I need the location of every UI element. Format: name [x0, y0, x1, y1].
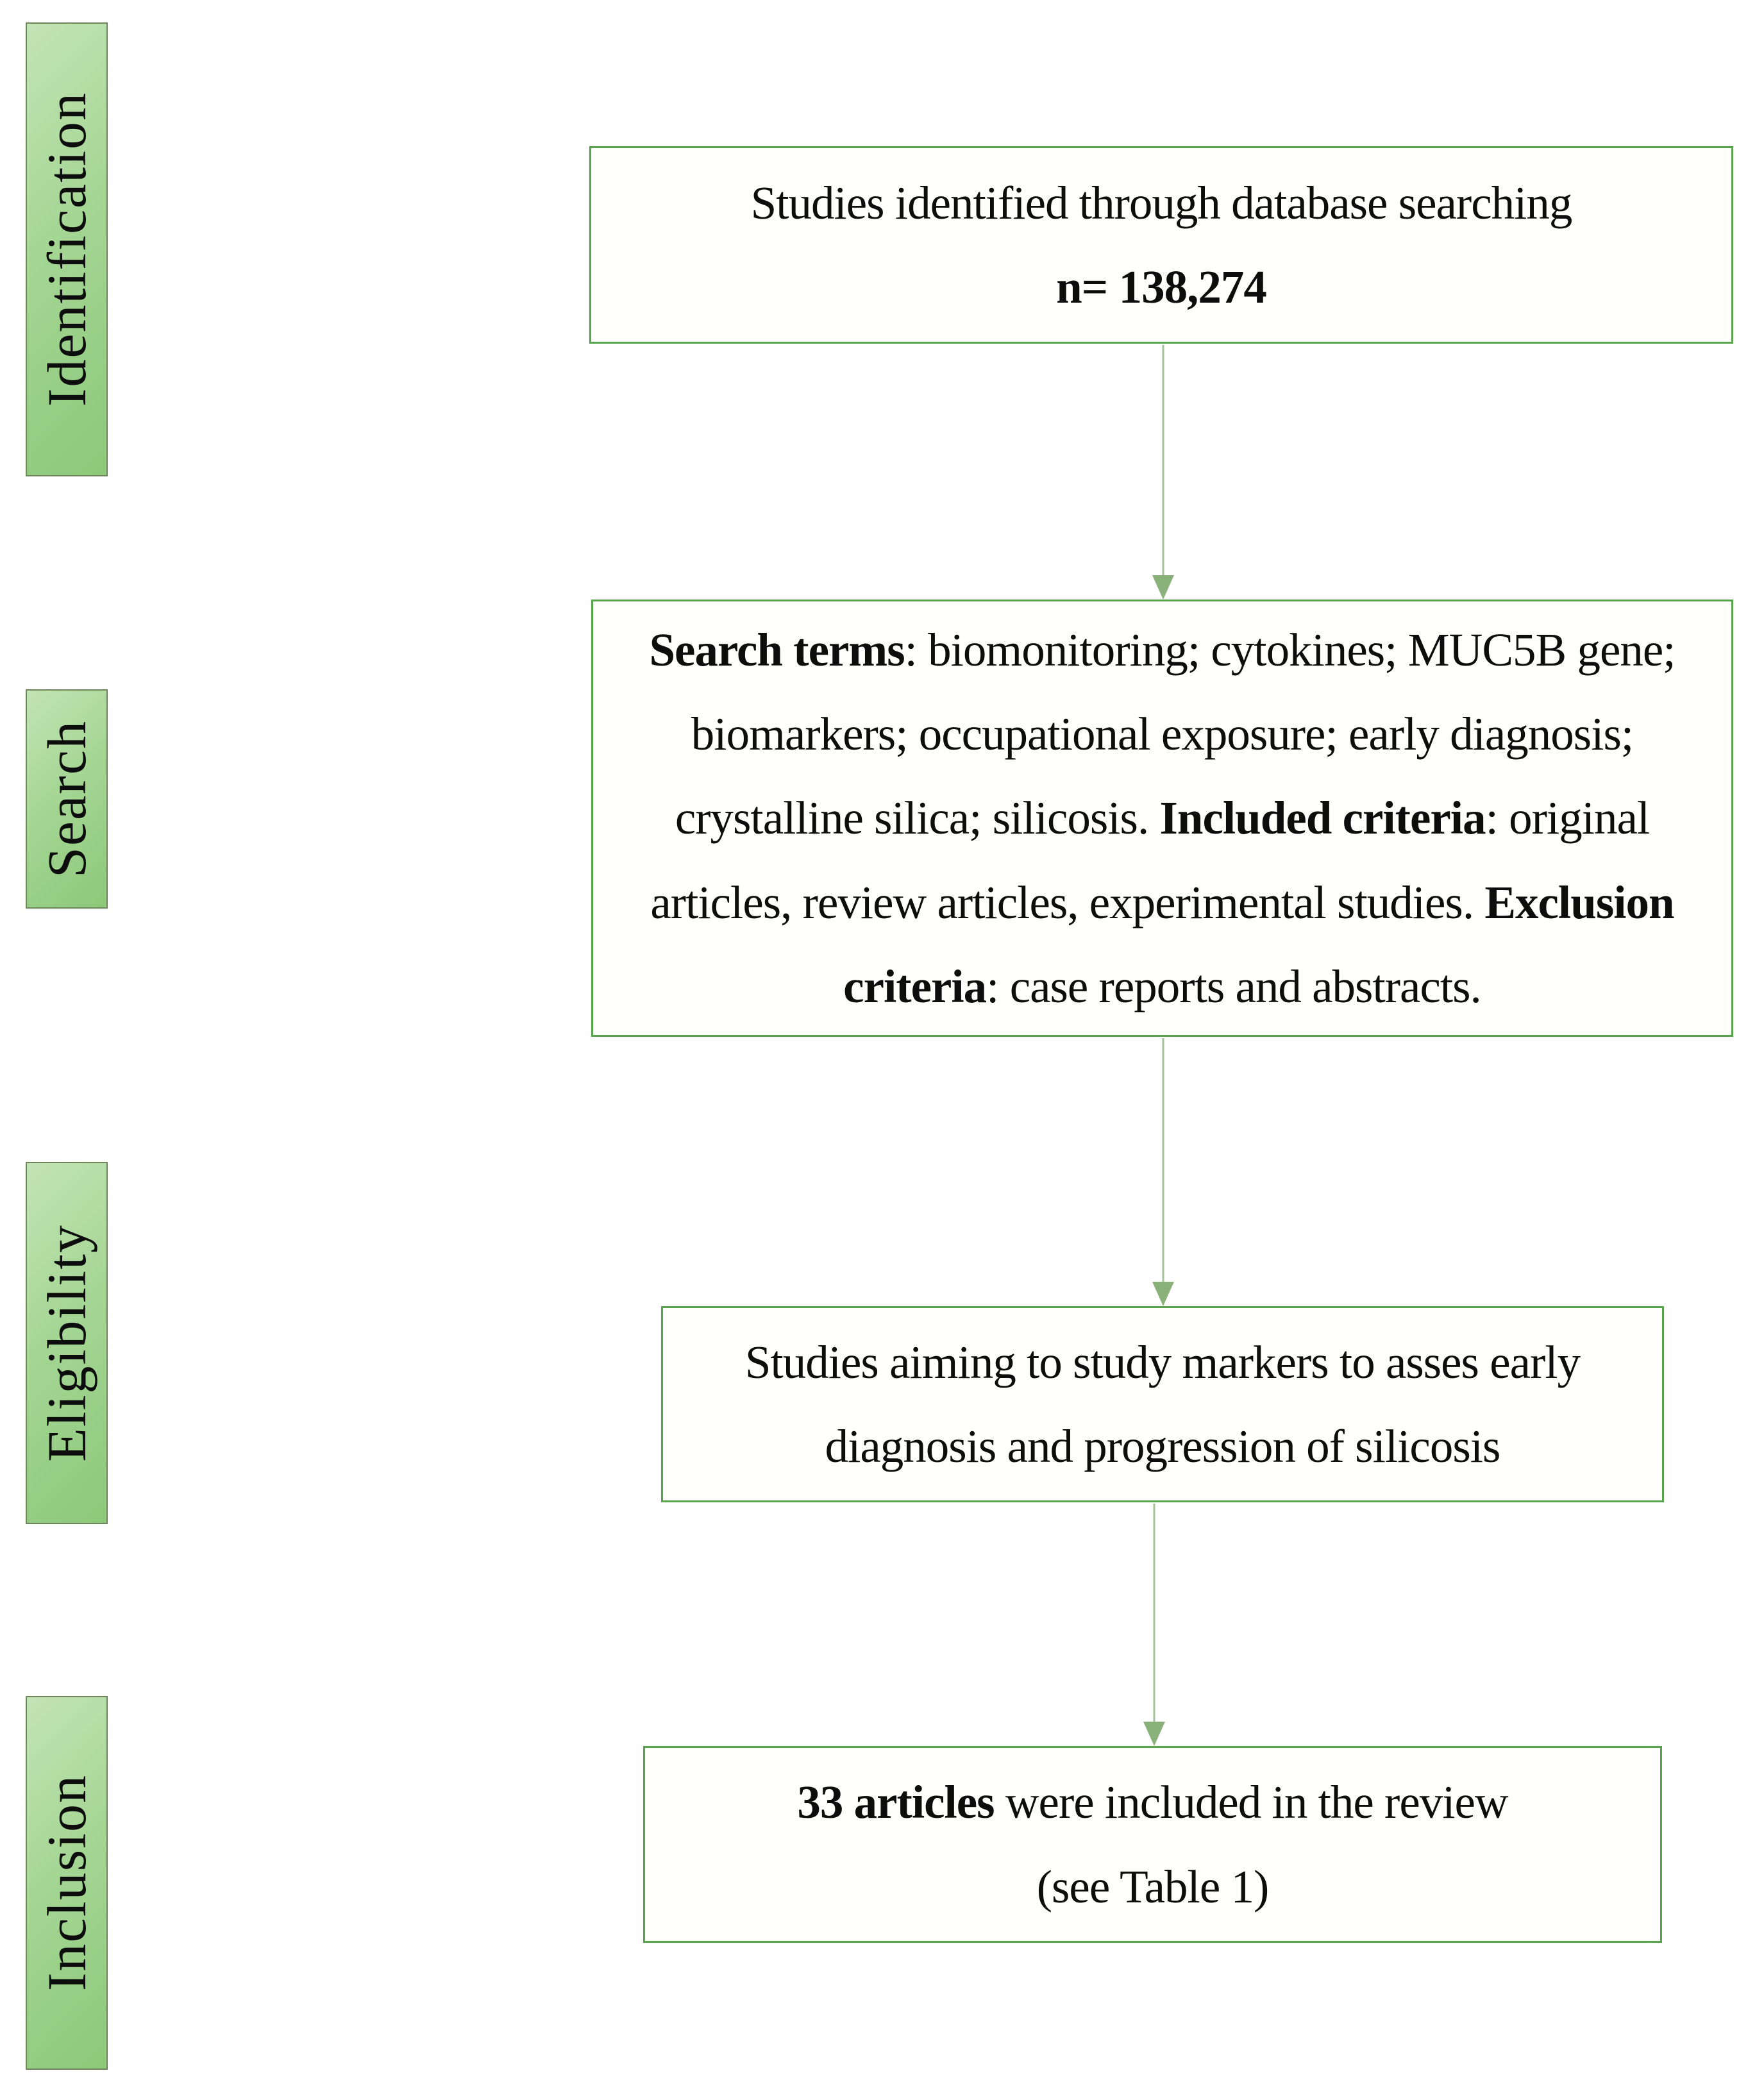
arrow-connector-1 — [1152, 345, 1174, 600]
arrow-line — [1153, 1504, 1155, 1724]
stage-label-identification: Identification — [26, 22, 108, 476]
arrow-down-icon — [1152, 575, 1174, 600]
stage-label-identification-text: Identification — [36, 92, 97, 407]
arrow-down-icon — [1152, 1282, 1174, 1306]
arrow-line — [1162, 1038, 1164, 1284]
box-studies-identified-text: Studies identified through database sear… — [750, 176, 1573, 313]
box-included-articles: 33 articles were included in the review(… — [643, 1746, 1662, 1943]
arrow-connector-2 — [1152, 1038, 1174, 1306]
box-search-terms-text: Search terms: biomonitoring; cytokines; … — [649, 623, 1676, 1013]
box-search-terms: Search terms: biomonitoring; cytokines; … — [591, 600, 1733, 1037]
stage-label-eligibility-text: Eligibility — [36, 1224, 97, 1462]
stage-label-search: Search — [26, 689, 108, 909]
arrow-line — [1162, 345, 1164, 578]
stage-label-inclusion-text: Inclusion — [36, 1774, 97, 1992]
box-studies-identified: Studies identified through database sear… — [589, 146, 1733, 344]
stage-label-search-text: Search — [36, 720, 97, 878]
box-eligibility-studies-text: Studies aiming to study markers to asses… — [744, 1336, 1581, 1472]
arrow-down-icon — [1143, 1722, 1165, 1746]
arrow-connector-3 — [1143, 1504, 1165, 1746]
stage-label-inclusion: Inclusion — [26, 1696, 108, 2070]
box-eligibility-studies: Studies aiming to study markers to asses… — [661, 1306, 1664, 1502]
box-included-articles-text: 33 articles were included in the review(… — [797, 1776, 1508, 1913]
stage-label-eligibility: Eligibility — [26, 1162, 108, 1524]
